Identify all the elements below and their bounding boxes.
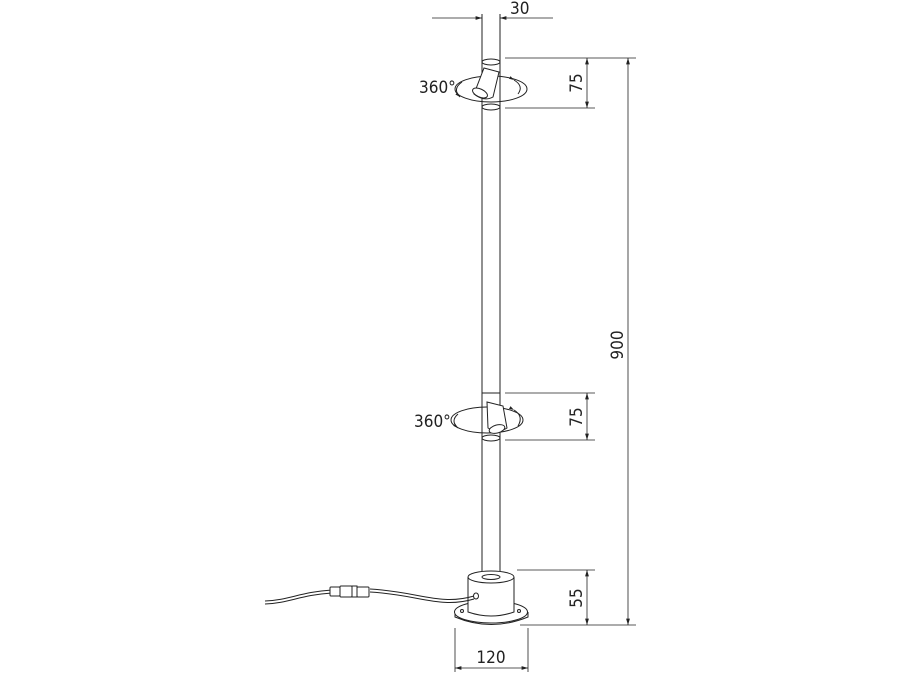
dimension-900-label: 900 <box>608 330 628 359</box>
top-rotation-label: 360° <box>419 78 456 98</box>
power-cable <box>264 585 475 605</box>
dimension-55-label: 55 <box>567 588 587 607</box>
dimension-120-label: 120 <box>476 648 505 668</box>
mid-spotlight <box>450 392 524 442</box>
mid-rotation-label: 360° <box>414 412 451 432</box>
dimension-30-label: 30 <box>510 0 529 19</box>
base <box>454 570 529 625</box>
dimension-75-top-label: 75 <box>567 73 587 92</box>
top-spotlight <box>454 67 528 111</box>
dimension-75-mid-label: 75 <box>567 407 587 426</box>
